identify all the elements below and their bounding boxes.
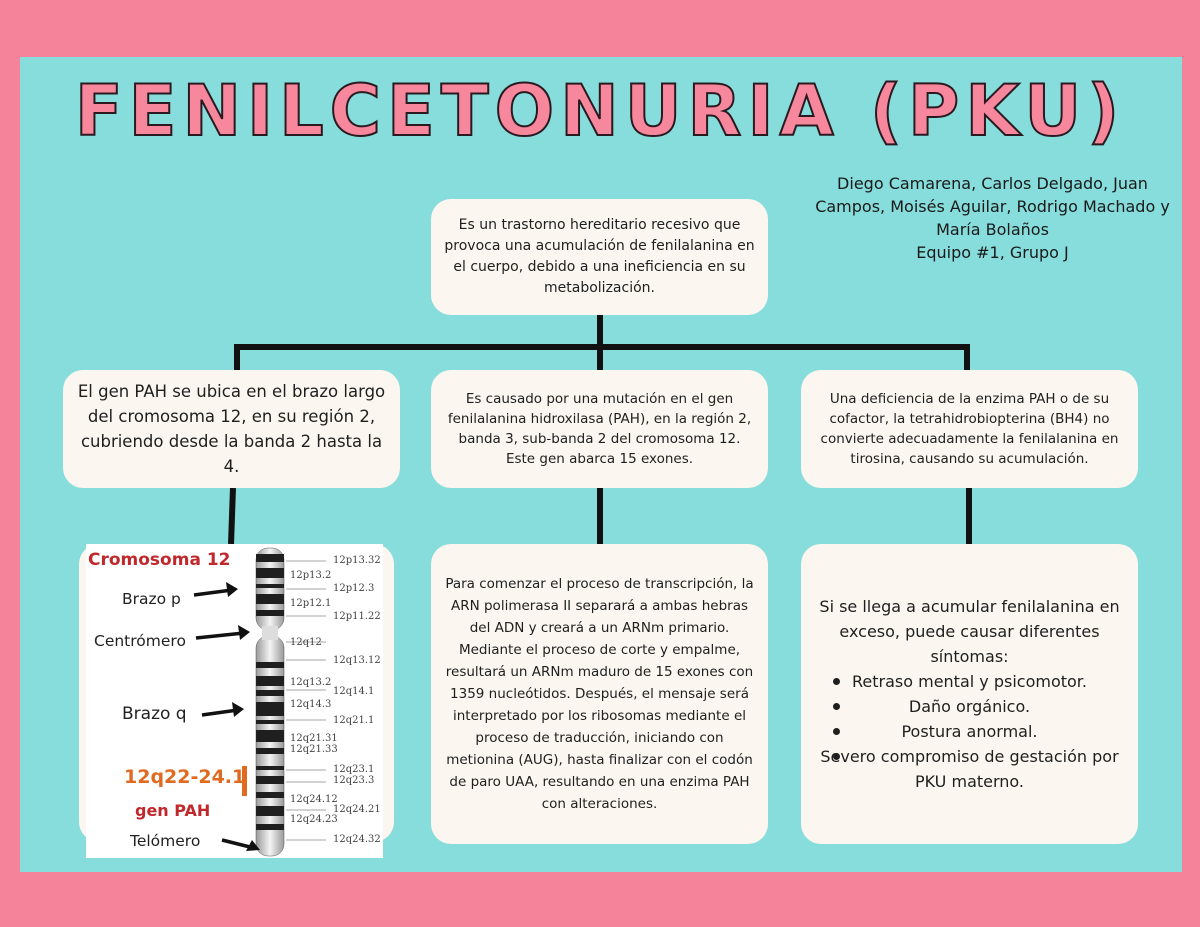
symptom-text: Postura anormal. <box>901 722 1038 741</box>
connector-line <box>964 344 970 370</box>
symptom-item: Daño orgánico. <box>817 694 1122 719</box>
band-label: 12q21.31 <box>290 733 338 744</box>
symptoms-intro: Si se llega a acumular fenilalanina en e… <box>819 597 1120 666</box>
chromosome-title: Cromosoma 12 <box>88 550 231 570</box>
band-label: 12q13.12 <box>333 655 381 666</box>
band-label: 12p13.2 <box>290 570 332 581</box>
connector-line <box>597 344 603 370</box>
band-label: 12q24.12 <box>290 794 338 805</box>
process-box: Para comenzar el proceso de transcripció… <box>431 544 768 844</box>
pah-gene-label: gen PAH <box>135 801 211 820</box>
symptoms-box: Si se llega a acumular fenilalanina en e… <box>801 544 1138 844</box>
bullet-icon <box>833 678 840 685</box>
chromosome-bands <box>256 554 284 830</box>
definition-box: Es un trastorno hereditario recesivo que… <box>431 199 768 315</box>
authors-line: Diego Camarena, Carlos Delgado, Juan <box>837 174 1148 193</box>
band-label: 12p13.32 <box>333 555 381 566</box>
band-label: 12q21.1 <box>333 715 375 726</box>
pah-region-label: 12q22-24.1 <box>124 766 246 788</box>
enzyme-text: Una deficiencia de la enzima PAH o de su… <box>820 391 1119 467</box>
band-label: 12q24.32 <box>333 834 381 845</box>
band-ticks <box>286 560 326 841</box>
pointer-arrows <box>193 582 260 851</box>
telomere-label: Telómero <box>130 832 201 850</box>
band-label: 12q12 <box>290 637 322 648</box>
band-label: 12q23.3 <box>333 775 375 786</box>
band-label: 12q23.1 <box>333 764 375 775</box>
pah-region-marker <box>242 766 247 796</box>
bullet-icon <box>833 703 840 710</box>
q-arm-label: Brazo q <box>122 704 187 724</box>
centromere-shape <box>262 626 278 640</box>
symptom-item: Retraso mental y psicomotor. <box>817 669 1122 694</box>
authors-line: Campos, Moisés Aguilar, Rodrigo Machado … <box>815 197 1170 216</box>
team-line: Equipo #1, Grupo J <box>916 243 1069 262</box>
band-label: 12p11.22 <box>333 611 381 622</box>
symptom-text: Retraso mental y psicomotor. <box>852 672 1087 691</box>
band-label: 12q24.21 <box>333 804 381 815</box>
gene-location-text: El gen PAH se ubica en el brazo largo de… <box>77 382 386 476</box>
symptom-text: Daño orgánico. <box>908 697 1031 716</box>
gene-location-box: El gen PAH se ubica en el brazo largo de… <box>63 370 400 488</box>
bullet-icon <box>833 728 840 735</box>
connector-line <box>966 488 972 544</box>
band-label: 12q21.33 <box>290 744 338 755</box>
symptoms-list: Retraso mental y psicomotor. Daño orgáni… <box>817 669 1122 794</box>
symptom-text: Severo compromiso de gestación por PKU m… <box>820 747 1119 791</box>
connector-line <box>234 344 240 370</box>
cause-box: Es causado por una mutación en el gen fe… <box>431 370 768 488</box>
authors-line: María Bolaños <box>936 220 1049 239</box>
enzyme-box: Una deficiencia de la enzima PAH o de su… <box>801 370 1138 488</box>
chromosome-diagram <box>193 547 326 857</box>
page-title: FENILCETONURIA (PKU) <box>74 70 1126 152</box>
process-text: Para comenzar el proceso de transcripció… <box>445 576 754 812</box>
band-label: 12q13.2 <box>290 677 332 688</box>
connector-line <box>597 315 603 347</box>
band-label: 12q24.23 <box>290 814 338 825</box>
bullet-icon <box>833 753 840 760</box>
definition-text: Es un trastorno hereditario recesivo que… <box>444 217 755 296</box>
centromere-label: Centrómero <box>94 632 186 650</box>
band-label: 12q14.3 <box>290 699 332 710</box>
connector-line <box>597 488 603 544</box>
symptom-item: Severo compromiso de gestación por PKU m… <box>817 744 1122 794</box>
chromosome-figure <box>86 544 383 858</box>
p-arm-label: Brazo p <box>122 590 181 608</box>
authors-block: Diego Camarena, Carlos Delgado, Juan Cam… <box>800 172 1185 264</box>
symptom-item: Postura anormal. <box>817 719 1122 744</box>
band-label: 12p12.3 <box>333 583 375 594</box>
q-arm-shape <box>255 635 285 857</box>
cause-text: Es causado por una mutación en el gen fe… <box>447 391 752 467</box>
band-label: 12p12.1 <box>290 598 332 609</box>
band-label: 12q14.1 <box>333 686 375 697</box>
